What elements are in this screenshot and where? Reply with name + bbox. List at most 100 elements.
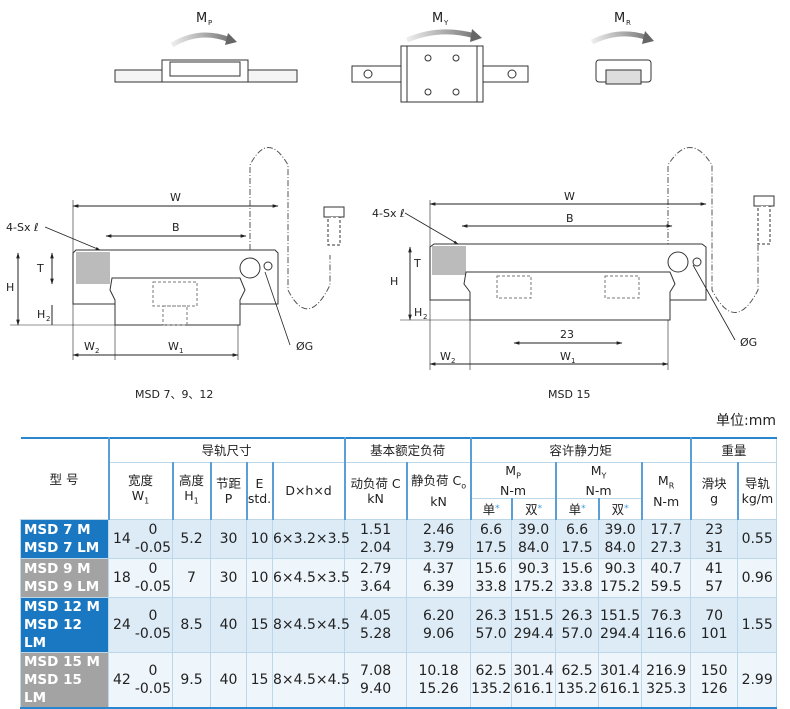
rail-weight-cell: 0.96 (737, 558, 778, 598)
svg-text:H: H (6, 281, 14, 294)
svg-text:1: 1 (179, 347, 183, 355)
svg-text:W: W (170, 191, 181, 204)
rail-weight-cell: 2.99 (737, 652, 778, 709)
svg-text:M: M (432, 11, 443, 26)
svg-text:R: R (626, 19, 631, 27)
e-cell: 15 (246, 597, 273, 653)
e-cell: 10 (246, 558, 273, 598)
svg-text:4-Sx ℓ: 4-Sx ℓ (6, 221, 39, 234)
header-dhd: D×h×d (271, 461, 346, 520)
svg-text:2: 2 (46, 315, 50, 323)
h1-cell: 9.5 (172, 652, 211, 709)
header-my-double: 双* (597, 498, 643, 520)
header-weight: 重量 (689, 437, 778, 463)
svg-text:B: B (172, 221, 180, 234)
h1-cell: 8.5 (172, 597, 211, 653)
svg-text:23: 23 (560, 328, 574, 341)
h1-cell: 7 (172, 558, 211, 598)
e-cell: 15 (246, 652, 273, 709)
p-cell: 40 (210, 652, 247, 709)
dhd-cell: 6×4.5×3.5 (271, 558, 350, 598)
header-my-single: 单* (554, 498, 600, 520)
header-model: 型 号 (20, 437, 109, 520)
svg-text:T: T (413, 257, 421, 270)
svg-text:H: H (390, 275, 398, 288)
header-mp-single: 单* (469, 498, 513, 520)
p-cell: 40 (210, 597, 247, 653)
svg-text:ØG: ØG (740, 336, 757, 349)
header-rail-dimensions: 导轨尺寸 (107, 437, 346, 463)
e-cell: 10 (246, 519, 273, 559)
dhd-cell: 6×3.2×3.5 (271, 519, 350, 559)
header-static-moment: 容许静力矩 (469, 437, 692, 463)
svg-text:Y: Y (443, 19, 449, 27)
svg-text:2: 2 (95, 347, 99, 355)
p-cell: 30 (210, 519, 247, 559)
unit-label: 单位:mm (716, 413, 776, 429)
p-cell: 30 (210, 558, 247, 598)
svg-text:W: W (84, 340, 95, 353)
svg-text:H: H (414, 306, 422, 319)
svg-text:MSD 15: MSD 15 (548, 388, 590, 401)
svg-text:2: 2 (423, 313, 427, 321)
svg-text:B: B (566, 212, 574, 225)
header-mp-double: 双* (510, 498, 557, 520)
svg-text:H: H (37, 308, 45, 321)
svg-text:T: T (36, 262, 44, 275)
h1-cell: 5.2 (172, 519, 211, 559)
